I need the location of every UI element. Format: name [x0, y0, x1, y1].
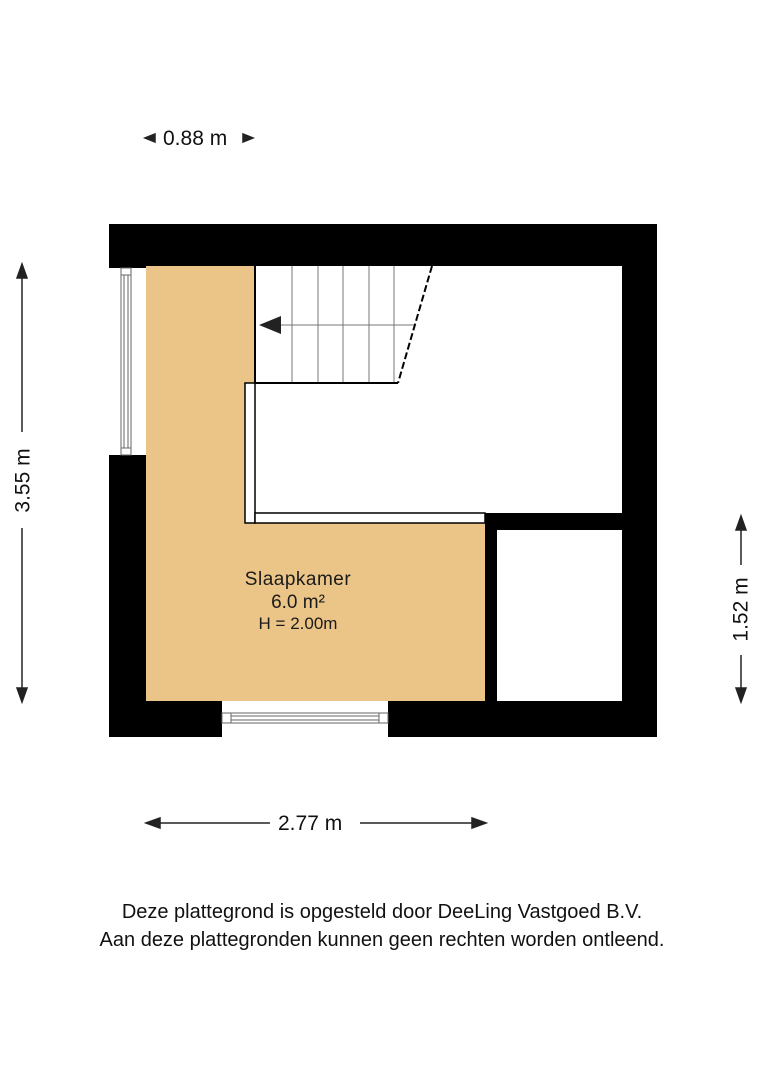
room-name: Slaapkamer: [244, 569, 352, 590]
dimension-top: 0.88 m: [163, 127, 228, 150]
dimension-bottom: 2.77 m: [278, 812, 343, 835]
slaapkamer-floor: [146, 266, 485, 701]
staircase: [254, 265, 433, 384]
disclaimer: Deze plattegrond is opgesteld door DeeLi…: [0, 898, 764, 954]
room-height: H = 2.00m: [258, 614, 338, 634]
dimension-left: 3.55 m: [11, 448, 35, 513]
room-label-slaapkamer: Slaapkamer 6.0 m² H = 2.00m: [198, 568, 398, 635]
void-low-wall: [244, 382, 486, 524]
dimension-lines: [15, 132, 748, 830]
bottom-window: [221, 712, 389, 724]
stair-direction-arrow-icon: [259, 316, 281, 334]
closet: [497, 530, 622, 701]
room-area: 6.0 m²: [271, 592, 325, 614]
disclaimer-line-2: Aan deze plattegronden kunnen geen recht…: [99, 929, 665, 951]
disclaimer-line-1: Deze plattegrond is opgesteld door DeeLi…: [121, 901, 643, 923]
left-window: [120, 267, 132, 456]
walls: [109, 224, 657, 737]
dimension-right: 1.52 m: [729, 577, 753, 642]
